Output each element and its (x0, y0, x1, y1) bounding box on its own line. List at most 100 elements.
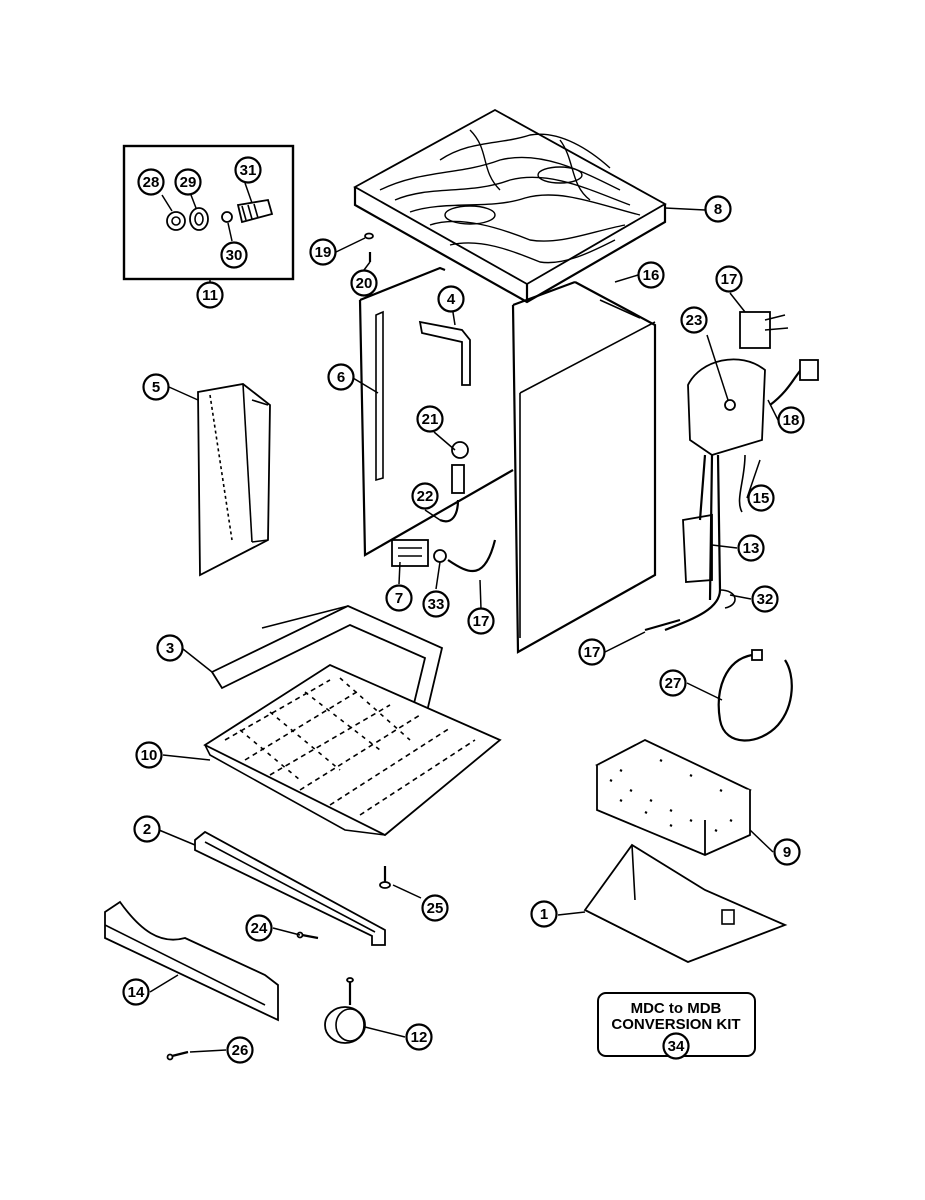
callout-circle (309, 238, 337, 266)
callout-circle (777, 406, 805, 434)
callout-label: 10 (141, 747, 158, 764)
part-27-strap (717, 649, 793, 742)
callout-circle (411, 482, 439, 510)
callout-label: 29 (180, 174, 197, 191)
callout-label: 26 (232, 1042, 249, 1059)
part-31-fitting (236, 198, 274, 224)
callout-c2: 2 (133, 815, 161, 843)
callout-circle (662, 1032, 690, 1060)
part-8-wood-top (353, 108, 667, 304)
callout-circle (122, 978, 150, 1006)
callout-c4: 4 (437, 285, 465, 313)
callout-label: 3 (166, 640, 174, 657)
kit-line-1: MDC to MDB (631, 1000, 722, 1017)
callout-label: 21 (422, 411, 439, 428)
callout-label: 15 (753, 490, 770, 507)
callout-c32: 32 (751, 585, 779, 613)
part-12-caster (324, 977, 366, 1044)
callout-label: 12 (411, 1029, 428, 1046)
part-13-sleeve (682, 513, 713, 583)
callout-circle (226, 1036, 254, 1064)
callout-label: 22 (417, 488, 434, 505)
callout-c28: 28 (137, 168, 165, 196)
callout-c29: 29 (174, 168, 202, 196)
callout-label: 14 (128, 984, 145, 1001)
callout-c17a: 17 (715, 265, 743, 293)
callout-label: 20 (356, 275, 373, 292)
callout-circle (135, 741, 163, 769)
callout-c9: 9 (773, 838, 801, 866)
callout-circle (416, 405, 444, 433)
callout-c20: 20 (350, 269, 378, 297)
callout-label: 33 (428, 596, 445, 613)
conversion-kit-box: MDC to MDB CONVERSION KIT (597, 992, 756, 1057)
callout-label: 5 (152, 379, 160, 396)
part-10-base (203, 663, 502, 837)
callout-circle (133, 815, 161, 843)
callout-circle (234, 156, 262, 184)
callout-c18: 18 (777, 406, 805, 434)
callout-c3: 3 (156, 634, 184, 662)
callout-c17b: 17 (467, 607, 495, 635)
callout-c26: 26 (226, 1036, 254, 1064)
callout-c15: 15 (747, 484, 775, 512)
inset-box (122, 144, 295, 281)
callout-label: 25 (427, 900, 444, 917)
callout-c13: 13 (737, 534, 765, 562)
callout-circle (196, 281, 224, 309)
callout-c19: 19 (309, 238, 337, 266)
callout-c11: 11 (196, 281, 224, 309)
callout-circle (350, 269, 378, 297)
callout-circle (751, 585, 779, 613)
callout-label: 16 (643, 267, 660, 284)
callout-label: 17 (584, 644, 601, 661)
part-32-clip (719, 589, 736, 609)
callout-c31: 31 (234, 156, 262, 184)
callout-label: 32 (757, 591, 774, 608)
callout-circle (142, 373, 170, 401)
part-30-ring (221, 211, 233, 223)
callout-label: 8 (714, 201, 722, 218)
part-2-rail (194, 830, 386, 946)
part-14-kickplate (104, 900, 279, 1022)
callout-c17c: 17 (578, 638, 606, 666)
callout-circle (467, 607, 495, 635)
callout-label: 23 (686, 312, 703, 329)
callout-circle (637, 261, 665, 289)
callout-circle (137, 168, 165, 196)
callout-label: 17 (721, 271, 738, 288)
callout-circle (437, 285, 465, 313)
callout-circle (422, 590, 450, 618)
callout-label: 9 (783, 844, 791, 861)
callout-circle (245, 914, 273, 942)
part-22-fitting (439, 499, 460, 523)
callout-c14: 14 (122, 978, 150, 1006)
callout-circle (327, 363, 355, 391)
callout-c25: 25 (421, 894, 449, 922)
part-17-hose (447, 539, 497, 573)
callout-circle (747, 484, 775, 512)
callout-label: 4 (447, 291, 456, 308)
callout-circle (737, 534, 765, 562)
part-18-cord (769, 359, 819, 406)
callout-circle (220, 241, 248, 269)
part-24-screw (296, 931, 319, 940)
callout-circle (421, 894, 449, 922)
callout-label: 24 (251, 920, 268, 937)
callout-c27: 27 (659, 669, 687, 697)
callout-c5: 5 (142, 373, 170, 401)
part-7-valve (391, 539, 429, 567)
callout-circle (174, 168, 202, 196)
callout-label: 13 (743, 540, 760, 557)
callout-circle (773, 838, 801, 866)
part-17-plug (739, 311, 789, 349)
callout-label: 31 (240, 162, 257, 179)
callout-circle (578, 638, 606, 666)
callout-c6: 6 (327, 363, 355, 391)
part-9-foam (595, 738, 752, 856)
part-1-tray (583, 843, 788, 963)
callout-label: 18 (783, 412, 800, 429)
callout-circle (156, 634, 184, 662)
